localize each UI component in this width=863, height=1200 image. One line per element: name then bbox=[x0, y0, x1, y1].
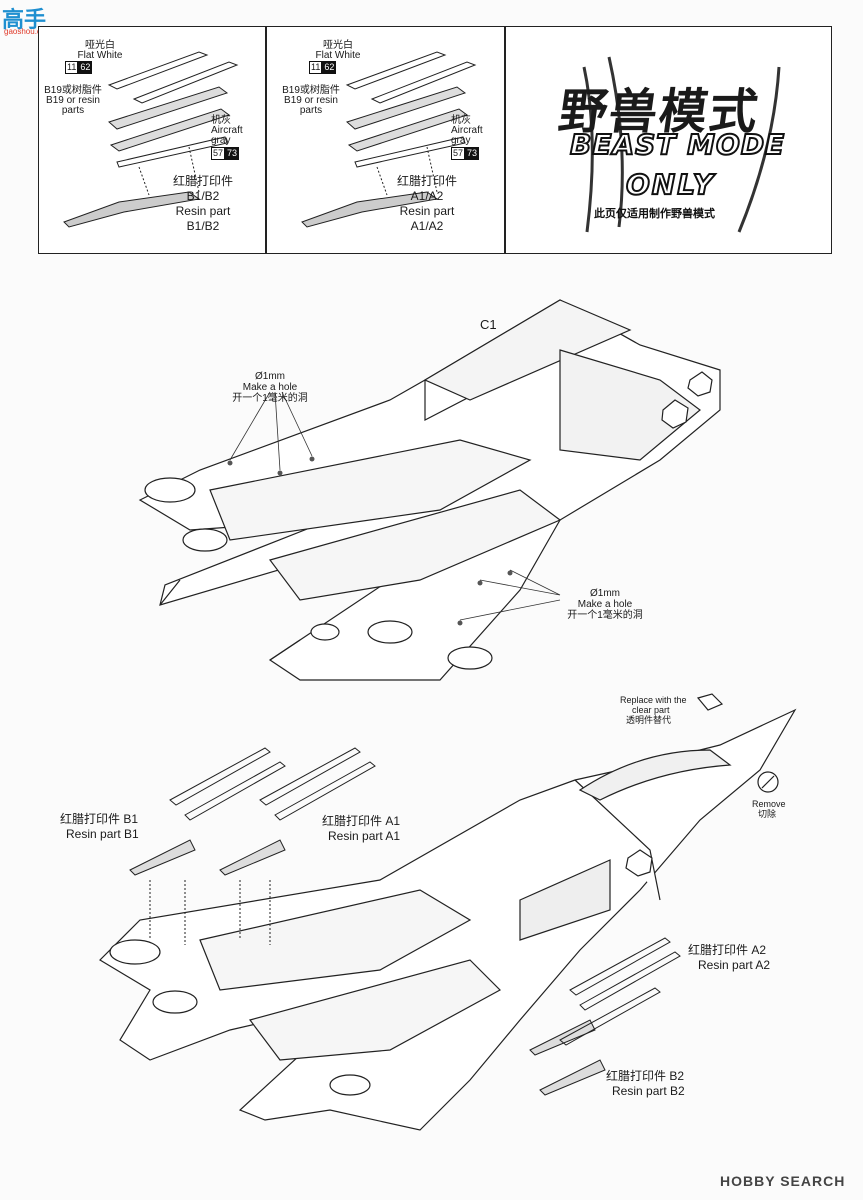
b19-en-2: parts bbox=[299, 105, 323, 116]
part-label-c1: C1 bbox=[480, 317, 497, 332]
replace-instruction-en-2: clear part bbox=[632, 705, 670, 715]
gray-cn: 机灰 bbox=[211, 115, 231, 126]
panel-divider bbox=[265, 27, 267, 253]
resin-part-b2-cn: 红腊打印件 B2 bbox=[606, 1069, 685, 1083]
hole-instruction-cn-1: 开一个1毫米的洞 bbox=[232, 393, 308, 404]
replace-instruction-cn: 透明件替代 bbox=[626, 715, 672, 725]
beast-mode-logo-only: ONLY bbox=[625, 167, 715, 202]
hole-markers bbox=[227, 456, 513, 626]
resin-cn-part: B1/B2 bbox=[186, 189, 220, 203]
gray-en: Aircraft bbox=[451, 125, 483, 136]
resin-part-drawings bbox=[129, 747, 681, 1096]
b19-en: B19 or resin bbox=[46, 95, 100, 106]
watermark-hobby-search: HOBBY SEARCH bbox=[720, 1173, 846, 1189]
hole-size-1: Ø1mm bbox=[255, 371, 285, 382]
resin-part-b1-cn: 红腊打印件 B1 bbox=[60, 812, 139, 826]
flat-white-en: Flat White bbox=[77, 50, 123, 61]
watermark-url: gaoshou.com bbox=[4, 27, 53, 36]
resin-part-a2-cn: 红腊打印件 A2 bbox=[688, 943, 767, 957]
resin-en-part: A1/A2 bbox=[410, 219, 444, 233]
flat-white-cn: 哑光白 bbox=[85, 40, 115, 51]
gray-en: Aircraft bbox=[211, 125, 243, 136]
gray-cn: 机灰 bbox=[451, 115, 471, 126]
resin-part-a2-en: Resin part A2 bbox=[698, 958, 771, 972]
resin-part-b2-en: Resin part B2 bbox=[612, 1084, 685, 1098]
resin-cn: 红腊打印件 bbox=[396, 174, 457, 188]
missile-assembly-drawings bbox=[63, 51, 781, 233]
resin-en: Resin part bbox=[175, 204, 231, 218]
hole-leader-lines bbox=[229, 391, 561, 621]
left-missile-assembly bbox=[63, 51, 239, 228]
beast-mode-logo-en: BEAST MODE bbox=[569, 127, 786, 162]
b19-en: B19 or resin bbox=[284, 95, 338, 106]
hole-instruction-en-1: Make a hole bbox=[242, 382, 298, 393]
resin-part-a1-en: Resin part A1 bbox=[328, 829, 401, 843]
aircraft-underside-diagram bbox=[138, 299, 721, 681]
replace-instruction-en-1: Replace with the bbox=[620, 695, 687, 705]
hole-size-2: Ø1mm bbox=[590, 588, 620, 599]
hole-instruction-cn-2: 开一个1毫米的洞 bbox=[567, 610, 643, 621]
b19-en-2: parts bbox=[61, 105, 85, 116]
gray-en-2: gray bbox=[451, 135, 471, 146]
resin-en: Resin part bbox=[399, 204, 455, 218]
resin-en-part: B1/B2 bbox=[186, 219, 220, 233]
b19-cn: B19或树脂件 bbox=[44, 85, 102, 96]
remove-instruction-cn: 切除 bbox=[758, 809, 777, 819]
remove-instruction-en: Remove bbox=[752, 799, 786, 809]
mid-missile-assembly bbox=[301, 51, 477, 228]
panel-divider bbox=[504, 27, 506, 253]
gray-en-2: gray bbox=[211, 135, 231, 146]
beast-mode-logo-sub: 此页仅适用制作野兽模式 bbox=[594, 208, 715, 220]
resin-part-b1-en: Resin part B1 bbox=[66, 827, 139, 841]
flat-white-cn: 哑光白 bbox=[323, 40, 353, 51]
aircraft-assembly-diagram bbox=[99, 693, 797, 1131]
flat-white-en: Flat White bbox=[315, 50, 361, 61]
resin-cn-part: A1/A2 bbox=[410, 189, 444, 203]
hole-instruction-en-2: Make a hole bbox=[577, 599, 633, 610]
b19-cn: B19或树脂件 bbox=[282, 85, 340, 96]
resin-part-a1-cn: 红腊打印件 A1 bbox=[322, 814, 401, 828]
claw-marks bbox=[582, 56, 781, 233]
resin-cn: 红腊打印件 bbox=[172, 174, 233, 188]
